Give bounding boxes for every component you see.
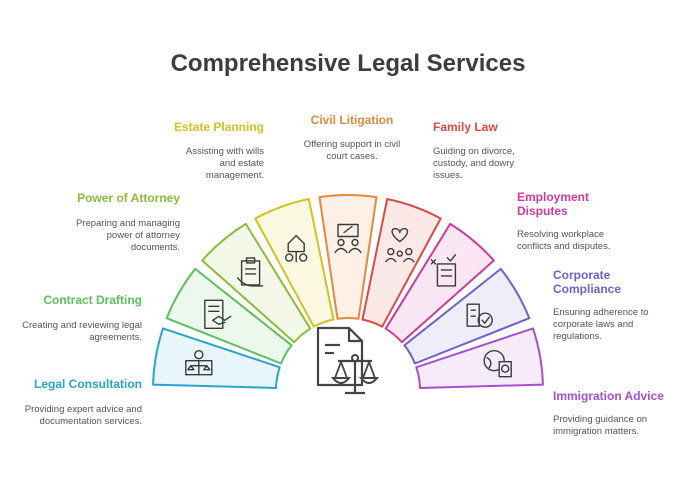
immigration-advice-segment bbox=[415, 327, 544, 389]
power-of-attorney-description: Preparing and managing power of attorney… bbox=[75, 218, 180, 253]
power-of-attorney-segment bbox=[201, 222, 312, 344]
family-law-description: Guiding on divorce, custody, and dowry i… bbox=[433, 146, 515, 181]
legal-consultation-description: Providing expert advice and documentatio… bbox=[24, 404, 142, 427]
employment-disputes-description: Resolving workplace conflicts and disput… bbox=[517, 229, 611, 252]
employment-disputes-title: Employment Disputes bbox=[517, 190, 590, 218]
civil-litigation-segment bbox=[318, 194, 378, 320]
estate-planning-title: Estate Planning bbox=[173, 120, 264, 134]
legal-consultation-segment bbox=[152, 327, 281, 389]
building-check-icon bbox=[466, 303, 493, 328]
clipboard-hand-icon bbox=[236, 257, 264, 287]
legal-consultation-title: Legal Consultation bbox=[34, 377, 142, 391]
corporate-compliance-segment bbox=[403, 267, 531, 365]
contract-drafting-description: Creating and reviewing legal agreements. bbox=[22, 320, 142, 343]
gavel-people-icon bbox=[334, 223, 362, 254]
power-of-attorney-title: Power of Attorney bbox=[77, 191, 180, 205]
civil-litigation-title: Civil Litigation bbox=[310, 113, 394, 127]
house-tree-icon bbox=[285, 234, 308, 263]
heart-family-icon bbox=[385, 227, 415, 263]
immigration-advice-title: Immigration Advice bbox=[553, 389, 664, 403]
civil-litigation-description: Offering support in civil court cases. bbox=[303, 139, 401, 162]
corporate-compliance-title: Corporate Compliance bbox=[553, 268, 622, 296]
contract-drafting-segment bbox=[165, 267, 293, 365]
workplace-complaint-icon bbox=[430, 254, 457, 287]
estate-planning-segment bbox=[254, 198, 335, 328]
contract-drafting-title: Contract Drafting bbox=[43, 293, 142, 307]
corporate-compliance-description: Ensuring adherence to corporate laws and… bbox=[553, 307, 649, 342]
globe-passport-icon bbox=[483, 350, 512, 378]
document-scales-icon bbox=[316, 326, 380, 395]
family-law-title: Family Law bbox=[433, 120, 498, 134]
page-title: Comprehensive Legal Services bbox=[170, 50, 526, 77]
employment-disputes-segment bbox=[384, 222, 495, 344]
lawyer-at-desk-icon bbox=[185, 350, 213, 376]
family-law-segment bbox=[361, 198, 442, 328]
contract-handshake-icon bbox=[204, 299, 232, 329]
estate-planning-description: Assisting with wills and estate manageme… bbox=[185, 146, 264, 181]
immigration-advice-description: Providing guidance on immigration matter… bbox=[553, 414, 648, 437]
